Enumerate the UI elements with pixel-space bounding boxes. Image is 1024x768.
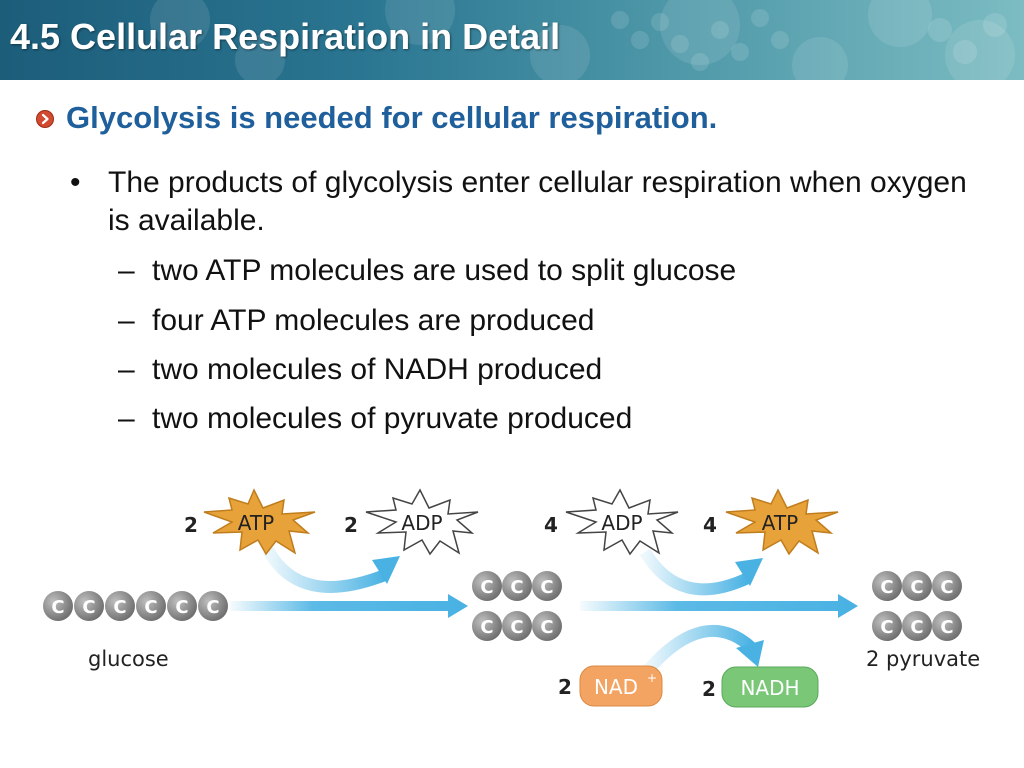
atp-out-count: 4 [703,513,717,537]
carbon-label: C [480,577,493,598]
title-bar-texture [150,0,1015,80]
adp-out-count: 2 [344,513,358,537]
carbon-atom [74,591,104,621]
sub-bullet-text: four ATP molecules are produced [152,304,595,337]
slide-title: 4.5 Cellular Respiration in Detail [10,16,561,57]
adp-in-star [565,488,679,556]
curve-arrow-nad-to-nadh [643,624,757,674]
carbon-label: C [51,597,64,618]
bullet-glyph: • [70,166,81,199]
carbon-atom [43,591,73,621]
curve-arrow-adp-to-atp-head [735,558,763,586]
carbon-label: C [880,617,893,638]
sub-bullet-text: two ATP molecules are used to split gluc… [152,254,737,287]
carbon-label: C [510,577,523,598]
glucose-label: glucose [88,647,169,671]
sub-bullet-text: two molecules of pyruvate produced [152,402,633,435]
curve-arrow-atp-to-adp-head [372,556,400,584]
carbon-label: C [940,577,953,598]
carbon-label: C [540,617,553,638]
dash-glyph: – [118,254,135,287]
carbon-atom [502,571,532,601]
adp-out-star [365,488,479,556]
nadh-count: 2 [702,677,716,701]
glycolysis-diagram: 2 ATP 2 ADP 4 ADP 4 ATP C C C C C C gluc… [43,488,980,708]
carbon-atom [532,571,562,601]
arrow-bullet-icon [36,110,54,128]
carbon-atom [872,611,902,641]
nad-charge: + [647,671,657,685]
sub-bullet-text: two molecules of NADH produced [152,353,603,386]
carbon-atom [932,611,962,641]
pyruvate-label: 2 pyruvate [866,647,980,671]
carbon-atom [502,611,532,641]
carbon-label: C [206,597,219,618]
intermediate-molecules: C C C C C C [472,571,562,641]
heading-text: Glycolysis is needed for cellular respir… [66,100,718,135]
carbon-label: C [540,577,553,598]
nadh-box [721,666,819,708]
nad-count: 2 [558,675,572,699]
atp-in-label: ATP [238,511,274,535]
pyruvate-molecules: C C C C C C [872,571,962,641]
carbon-label: C [144,597,157,618]
atp-out-label: ATP [762,511,798,535]
nad-label: NAD [594,675,638,699]
sub-bullet: –four ATP molecules are produced [118,302,594,340]
curve-arrow-adp-to-atp [639,548,751,596]
carbon-atom [198,591,228,621]
arrow-glucose-to-intermediate [230,594,468,618]
title-bar: 4.5 Cellular Respiration in Detail [0,0,1024,80]
nad-box [579,665,663,707]
curve-arrow-atp-to-adp [262,546,388,593]
sub-bullet: –two molecules of pyruvate produced [118,400,632,438]
adp-in-label: ADP [601,511,642,535]
carbon-atom [872,571,902,601]
carbon-label: C [880,577,893,598]
carbon-atom [902,571,932,601]
carbon-atom [105,591,135,621]
carbon-atom [472,571,502,601]
carbon-label: C [113,597,126,618]
carbon-label: C [510,617,523,638]
adp-in-count: 4 [544,513,558,537]
carbon-atom [472,611,502,641]
atp-in-count: 2 [184,513,198,537]
adp-out-label: ADP [401,511,442,535]
carbon-label: C [910,577,923,598]
curve-arrow-nad-to-nadh-head [736,640,764,667]
atp-in-star [203,488,316,556]
carbon-atom [136,591,166,621]
dash-glyph: – [118,304,135,337]
nadh-label: NADH [740,676,799,700]
carbon-label: C [940,617,953,638]
carbon-atom [902,611,932,641]
sub-bullet: –two molecules of NADH produced [118,351,602,389]
atp-out-star [725,488,839,556]
dash-glyph: – [118,353,135,386]
carbon-label: C [175,597,188,618]
carbon-label: C [82,597,95,618]
carbon-atom [167,591,197,621]
sub-bullet: –two ATP molecules are used to split glu… [118,252,736,290]
arrow-intermediate-to-pyruvate [580,594,858,618]
carbon-atom [932,571,962,601]
carbon-atom [532,611,562,641]
carbon-label: C [480,617,493,638]
glucose-molecule: C C C C C C [43,591,228,621]
dash-glyph: – [118,402,135,435]
carbon-label: C [910,617,923,638]
bullet-text: The products of glycolysis enter cellula… [108,166,967,237]
